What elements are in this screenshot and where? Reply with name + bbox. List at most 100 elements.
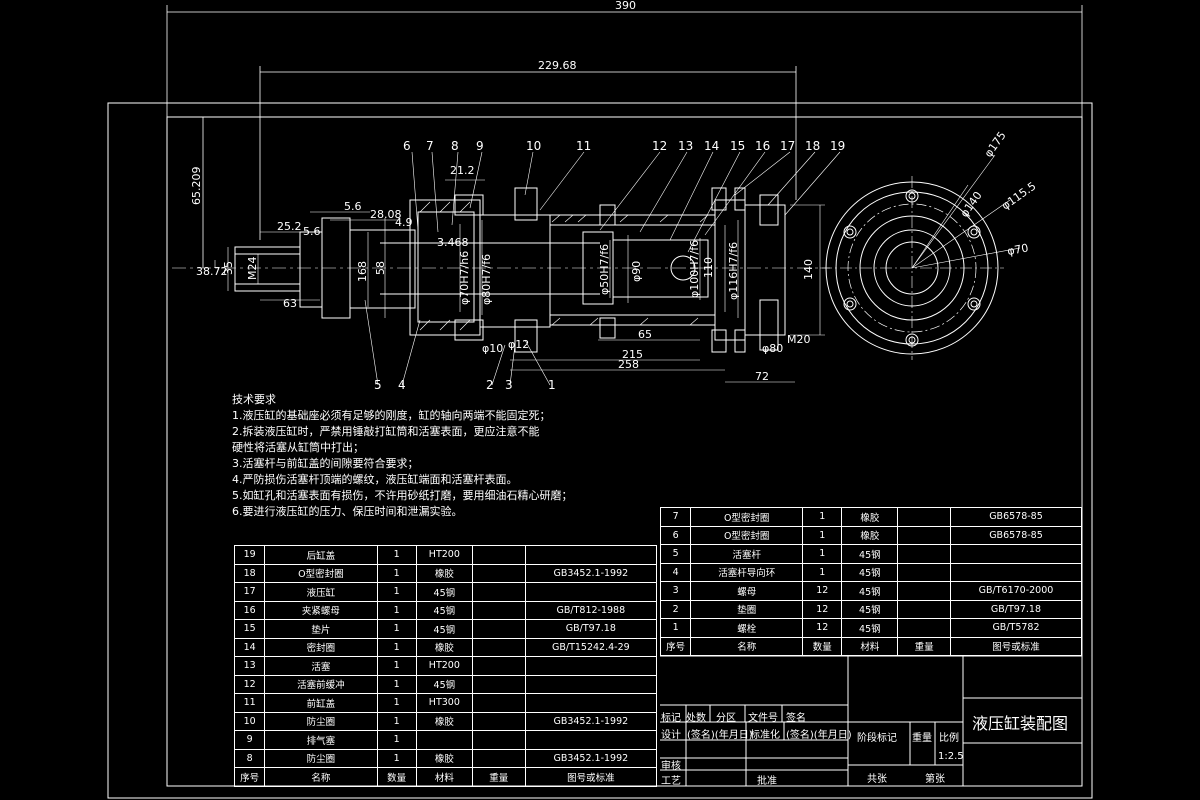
table-cell: 防尘圈 xyxy=(264,711,378,731)
table-cell: 8 xyxy=(233,748,266,768)
dim-phi175-text: φ175 xyxy=(982,129,1009,160)
table-cell xyxy=(897,544,951,564)
table-cell: HT200 xyxy=(415,656,473,676)
table-cell: 4 xyxy=(659,562,692,582)
title-block-grid xyxy=(660,655,1082,786)
table-cell: HT300 xyxy=(415,693,473,713)
table-cell: 1 xyxy=(376,730,417,750)
table-cell: 橡胶 xyxy=(415,711,473,731)
table-cell: 1 xyxy=(802,544,843,564)
drawing-title: 液压缸装配图 xyxy=(972,714,1069,733)
table-cell: GB/T5782 xyxy=(949,618,1083,638)
table-cell xyxy=(471,748,526,768)
table-cell: 1 xyxy=(659,618,692,638)
balloon-8: 8 xyxy=(451,139,459,153)
table-cell: O型密封圈 xyxy=(690,507,804,527)
table-cell xyxy=(524,674,658,694)
table-cell: 橡胶 xyxy=(841,525,899,545)
dim-56-text: 5.6 xyxy=(344,200,362,213)
rear-cover xyxy=(711,187,786,353)
table-cell: 45钢 xyxy=(415,619,473,639)
tb-qianming2: (签名)(年月日) xyxy=(687,730,753,741)
balloon-12: 12 xyxy=(652,139,667,153)
table-cell: HT200 xyxy=(415,545,473,565)
table-cell: 活塞杆 xyxy=(690,544,804,564)
table-cell: 12 xyxy=(233,674,266,694)
balloon-6: 6 xyxy=(403,139,411,153)
table-header-row: 序号名称数量材料重量图号或标准 xyxy=(233,767,658,787)
tech-item: 硬性将活塞从缸筒中打出； xyxy=(232,441,364,454)
balloon-4: 4 xyxy=(398,378,406,392)
dim-phi70-text: φ70 xyxy=(1006,241,1029,257)
tb-wenjianhao: 文件号 xyxy=(748,713,778,724)
tb-sheji: 设计 xyxy=(661,730,681,741)
table-cell xyxy=(897,599,951,619)
tb-dizhang: 第张 xyxy=(925,774,945,785)
table-cell: 45钢 xyxy=(415,600,473,620)
table-cell: O型密封圈 xyxy=(264,563,378,583)
tb-gongyi: 工艺 xyxy=(661,776,681,787)
dim-m24-text: M24 xyxy=(246,257,259,281)
table-cell: 12 xyxy=(802,618,843,638)
table-cell: 45钢 xyxy=(841,618,899,638)
table-cell xyxy=(471,693,526,713)
table-cell: 名称 xyxy=(690,636,804,656)
table-cell: 橡胶 xyxy=(415,563,473,583)
tb-pizhun: 批准 xyxy=(757,776,777,787)
table-cell: 螺栓 xyxy=(690,618,804,638)
table-cell: 3 xyxy=(659,581,692,601)
table-cell: 1 xyxy=(376,582,417,602)
table-cell xyxy=(897,507,951,527)
table-cell xyxy=(524,730,658,750)
tb-chushu: 处数 xyxy=(686,713,706,724)
dim-phi116-text: φ116H7/f6 xyxy=(727,242,740,300)
table-cell: 16 xyxy=(233,600,266,620)
balloon-13: 13 xyxy=(678,139,693,153)
table-cell: 后缸盖 xyxy=(264,545,378,565)
table-cell: 前缸盖 xyxy=(264,693,378,713)
table-cell: 夹紧螺母 xyxy=(264,600,378,620)
dim-56b-text: 5.6 xyxy=(303,225,321,238)
dim-phi70h7-text: φ70H7/h6 xyxy=(458,251,471,305)
table-cell: 材料 xyxy=(841,636,899,656)
tech-item: 4.严防损伤活塞杆顶端的螺纹，液压缸端面和活塞杆表面。 xyxy=(232,473,518,486)
dim-168-text: 168 xyxy=(356,261,369,282)
dim-258-text: 258 xyxy=(618,358,639,371)
table-cell: GB3452.1-1992 xyxy=(524,748,658,768)
table-cell xyxy=(471,730,526,750)
dim-phi80h7-text: φ80H7/f6 xyxy=(480,254,493,305)
table-cell: 15 xyxy=(233,619,266,639)
table-cell: 1 xyxy=(376,563,417,583)
table-cell: GB3452.1-1992 xyxy=(524,563,658,583)
tb-scale: 1:2.5 xyxy=(938,751,964,762)
table-cell xyxy=(471,619,526,639)
table-cell xyxy=(471,656,526,676)
table-cell: 1 xyxy=(802,525,843,545)
dim-215-text: 215 xyxy=(622,348,643,361)
table-cell: 9 xyxy=(233,730,266,750)
tb-zhongliang: 重量 xyxy=(912,733,932,744)
table-cell: 1 xyxy=(376,619,417,639)
dim-overall xyxy=(166,5,1083,117)
piston-rod xyxy=(380,242,600,295)
table-cell: GB/T15242.4-29 xyxy=(524,637,658,657)
table-cell: 重量 xyxy=(471,767,526,787)
table-cell: GB/T812-1988 xyxy=(524,600,658,620)
table-cell: 排气塞 xyxy=(264,730,378,750)
table-cell: 12 xyxy=(802,599,843,619)
table-cell xyxy=(471,545,526,565)
table-cell: 17 xyxy=(233,582,266,602)
table-cell: 45钢 xyxy=(841,581,899,601)
table-cell xyxy=(471,600,526,620)
